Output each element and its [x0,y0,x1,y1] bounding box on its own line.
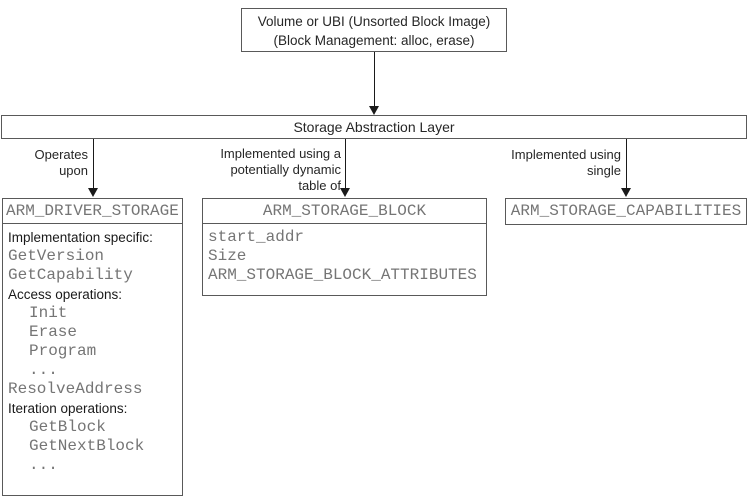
block-line-attributes: ARM_STORAGE_BLOCK_ATTRIBUTES [208,266,477,284]
arm-driver-storage-body: Implementation specific: GetVersion GetC… [3,224,182,475]
connector-line-sal-to-block [345,139,346,189]
arm-storage-capabilities-header: ARM_STORAGE_CAPABILITIES [510,202,742,220]
volume-ubi-box: Volume or UBI (Unsorted Block Image) (Bl… [241,8,507,52]
down-arrow-icon [340,188,350,197]
driver-line-resolveaddress: ResolveAddress [8,380,143,398]
block-line-start-addr: start_addr [208,228,305,246]
driver-line-getnextblock: GetNextBlock [29,437,145,455]
connector-label-line: Implemented using [511,147,621,162]
driver-line-ellipsis-1: ... [29,361,58,379]
volume-ubi-title-line2: (Block Management: alloc, erase) [273,33,475,48]
down-arrow-icon [621,188,631,197]
connector-line-volume-to-sal [374,52,375,107]
down-arrow-icon [88,188,98,197]
arm-storage-block-body: start_addr Size ARM_STORAGE_BLOCK_ATTRIB… [203,224,486,285]
arm-storage-block-header: ARM_STORAGE_BLOCK [203,199,486,224]
connector-label-line: Implemented using a [220,146,341,161]
connector-label-line: table of [298,178,341,193]
driver-line-access-operations: Access operations: [8,287,123,302]
connector-label-line: upon [59,163,88,178]
driver-line-getblock: GetBlock [29,418,106,436]
volume-ubi-title-line1: Volume or UBI (Unsorted Block Image) [257,14,491,29]
down-arrow-icon [369,106,379,115]
block-line-size: Size [208,247,247,265]
driver-line-getversion: GetVersion [8,247,105,265]
connector-label-line: single [587,163,621,178]
driver-line-implementation-specific: Implementation specific: [8,230,153,245]
connector-label-line: potentially dynamic [230,162,341,177]
driver-line-erase: Erase [29,323,78,341]
storage-abstraction-layer-bar: Storage Abstraction Layer [1,115,747,139]
driver-line-program: Program [29,342,97,360]
connector-label-single: Implemented using single [440,147,621,179]
connector-label-line: Operates [34,147,88,162]
arm-storage-block-box: ARM_STORAGE_BLOCK start_addr Size ARM_ST… [202,198,487,296]
storage-abstraction-layer-title: Storage Abstraction Layer [293,119,455,135]
arm-storage-capabilities-box: ARM_STORAGE_CAPABILITIES [505,198,747,225]
arm-driver-storage-box: ARM_DRIVER_STORAGE Implementation specif… [2,198,183,496]
driver-line-iteration-operations: Iteration operations: [8,401,128,416]
arm-driver-storage-header: ARM_DRIVER_STORAGE [3,199,182,224]
connector-label-dynamic-table: Implemented using a potentially dynamic … [160,146,341,194]
driver-line-getcapability: GetCapability [8,266,133,284]
connector-line-sal-to-capabilities [626,139,627,189]
driver-line-ellipsis-2: ... [29,456,58,474]
driver-line-init: Init [29,304,68,322]
connector-line-sal-to-driver [93,139,94,189]
connector-label-operates-upon: Operates upon [0,147,88,179]
